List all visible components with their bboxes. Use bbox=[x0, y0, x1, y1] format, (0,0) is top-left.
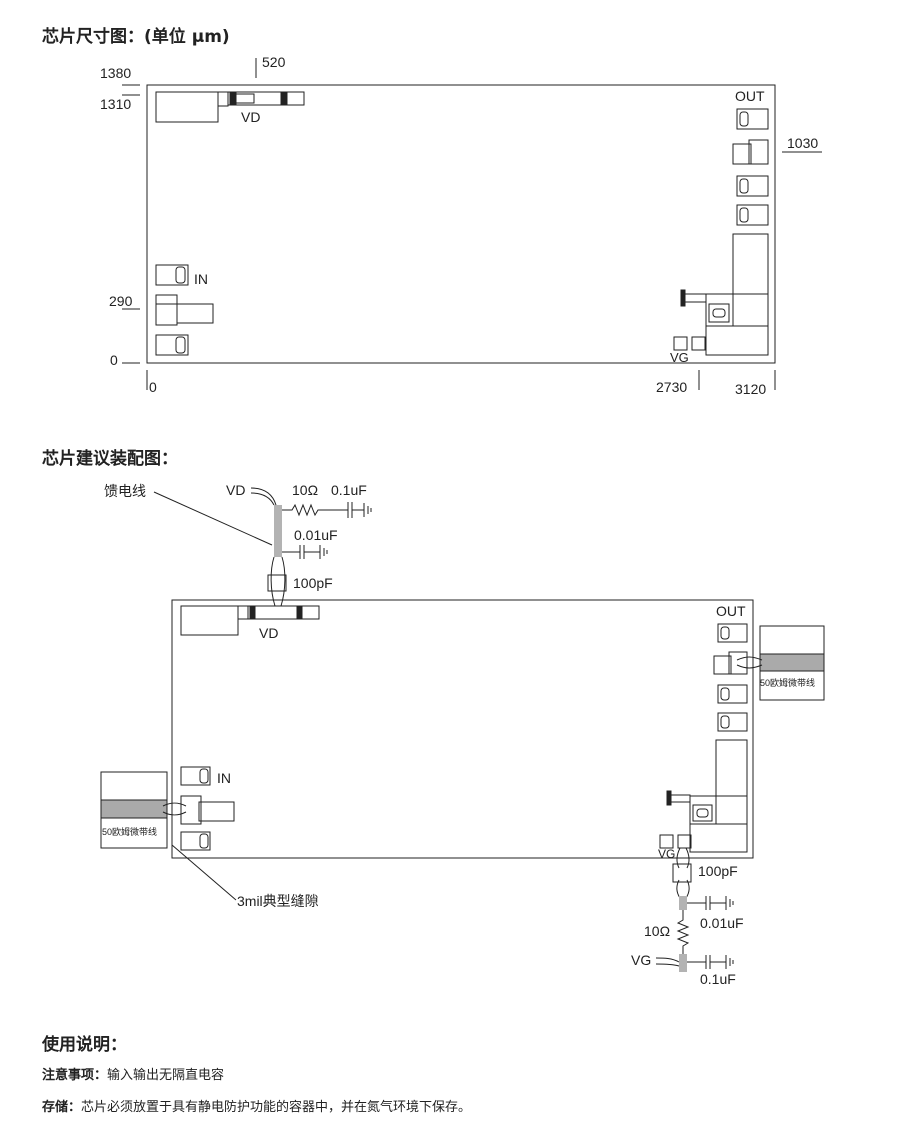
assembly-in-pad-3 bbox=[180, 831, 211, 851]
vd-via-2 bbox=[280, 92, 288, 105]
assembly-vd-large-pad bbox=[180, 605, 239, 636]
out-block-cap bbox=[708, 303, 730, 323]
microstrip-left-label: 50欧姆微带线 bbox=[102, 826, 157, 837]
out-pad-2b bbox=[748, 139, 769, 165]
out-pad-1 bbox=[736, 108, 769, 130]
note-text: 输入输出无隔直电容 bbox=[107, 1068, 225, 1083]
c-top-1-label: 0.1uF bbox=[331, 482, 367, 498]
out-block-mid bbox=[705, 293, 769, 327]
chip-dimension-drawing: 1380 1310 290 0 0 520 2730 3120 1030 VD … bbox=[100, 54, 822, 397]
vg-label: VG bbox=[670, 350, 689, 365]
dim-label-1380: 1380 bbox=[100, 65, 131, 81]
dim-label-520: 520 bbox=[262, 54, 286, 70]
assembly-in-pad-1 bbox=[180, 766, 211, 786]
vg-feed-lower bbox=[679, 954, 687, 972]
in-bond-wire bbox=[162, 802, 187, 807]
note-label: 注意事项： bbox=[42, 1068, 108, 1083]
microstrip-left-line bbox=[100, 799, 168, 819]
out-block-lower bbox=[705, 325, 769, 356]
in-pad-3 bbox=[155, 334, 189, 356]
chip-outline bbox=[146, 84, 776, 364]
r-bottom-label: 10Ω bbox=[644, 923, 670, 939]
in-pad-2 bbox=[155, 294, 178, 326]
in-line bbox=[176, 303, 214, 324]
in-pad-1 bbox=[155, 264, 189, 286]
c-bot-1-label: 100pF bbox=[698, 863, 738, 879]
resistor-bottom-icon bbox=[676, 910, 690, 955]
vg-input-bond-wire bbox=[655, 957, 680, 963]
assembly-vg-chip-label: VG bbox=[658, 847, 675, 861]
dim-label-0: 0 bbox=[110, 352, 118, 368]
usage-heading: 使用说明： bbox=[42, 1035, 127, 1055]
vd-pad bbox=[235, 93, 255, 104]
vd-via-1 bbox=[229, 92, 237, 105]
assembly-out-pad-4 bbox=[717, 712, 748, 732]
out-pad-2a bbox=[732, 143, 752, 165]
out-pad-1-via bbox=[739, 111, 749, 127]
gap-label: 3mil典型缝隙 bbox=[237, 893, 319, 909]
usage-note: 注意事项：输入输出无隔直电容 bbox=[42, 1064, 224, 1083]
capacitor-100pf-bottom bbox=[672, 863, 692, 883]
in-label: IN bbox=[194, 271, 208, 287]
assembly-vg-pad-2 bbox=[677, 834, 692, 849]
vg-pad-1 bbox=[673, 336, 688, 351]
dim-label-1310: 1310 bbox=[100, 96, 131, 112]
assembly-heading: 芯片建议装配图： bbox=[42, 449, 178, 469]
assembly-vg-input-label: VG bbox=[631, 952, 651, 968]
assembly-chip-outline bbox=[171, 599, 754, 859]
dim-label-1030: 1030 bbox=[787, 135, 818, 151]
assembly-drawing: VD VD 10Ω 0.1uF 0.01uF 100pF 馈电线 OUT bbox=[100, 482, 825, 987]
out-pad-4-via bbox=[739, 207, 749, 223]
resistor-top-icon bbox=[282, 503, 330, 517]
out-bias-stub bbox=[681, 293, 707, 303]
vg-bond-wire bbox=[676, 847, 681, 869]
c-top-2-label: 0.01uF bbox=[294, 527, 338, 543]
out-label: OUT bbox=[735, 88, 765, 104]
assembly-out-label: OUT bbox=[716, 603, 746, 619]
storage-label: 存储： bbox=[42, 1100, 82, 1115]
assembly-out-pad-2 bbox=[728, 651, 748, 675]
out-pad-3 bbox=[736, 175, 769, 197]
assembly-vd-bias-line bbox=[247, 605, 320, 620]
vg-feed-upper bbox=[679, 896, 687, 910]
out-block-upper bbox=[732, 233, 769, 295]
out-pad-3-via bbox=[739, 178, 749, 194]
vg-pad-2 bbox=[691, 336, 706, 351]
r-top-label: 10Ω bbox=[292, 482, 318, 498]
assembly-out-pad-1 bbox=[717, 623, 748, 643]
assembly-vd-input-label: VD bbox=[226, 482, 245, 498]
feed-line-label: 馈电线 bbox=[104, 483, 146, 499]
c-bot-2-label: 0.01uF bbox=[700, 915, 744, 931]
microstrip-right-label: 50欧姆微带线 bbox=[760, 677, 815, 688]
out-bond-wire bbox=[736, 656, 763, 661]
out-pad-4 bbox=[736, 204, 769, 226]
c-bot-3-label: 0.1uF bbox=[700, 971, 736, 987]
storage-text: 芯片必须放置于具有静电防护功能的容器中，并在氮气环境下保存。 bbox=[81, 1100, 472, 1115]
dim-label-3120: 3120 bbox=[735, 381, 766, 397]
gap-pointer bbox=[171, 844, 237, 901]
assembly-out-block bbox=[715, 739, 748, 797]
capacitor-100pf-top bbox=[267, 574, 287, 592]
vd-feed-line bbox=[274, 505, 282, 557]
usage-storage: 存储：芯片必须放置于具有静电防护功能的容器中，并在氮气环境下保存。 bbox=[42, 1096, 471, 1115]
c-top-3-label: 100pF bbox=[293, 575, 333, 591]
vd-bond-wire bbox=[250, 487, 277, 506]
vd-label: VD bbox=[241, 109, 260, 125]
dimension-heading: 芯片尺寸图：(单位 μm) bbox=[42, 27, 230, 47]
vd-large-pad bbox=[155, 91, 219, 123]
assembly-in-line bbox=[198, 801, 235, 822]
assembly-in-label: IN bbox=[217, 770, 231, 786]
dim-label-2730: 2730 bbox=[656, 379, 687, 395]
microstrip-right-line bbox=[759, 653, 825, 672]
assembly-vg-pad-1 bbox=[659, 834, 674, 849]
dim-label-290: 290 bbox=[109, 293, 133, 309]
vd-cap bbox=[217, 91, 229, 107]
dim-label-x0: 0 bbox=[149, 379, 157, 395]
vd-bias-line bbox=[227, 91, 305, 106]
feed-line-pointer bbox=[153, 491, 273, 546]
assembly-out-pad-3 bbox=[717, 684, 748, 704]
assembly-vd-label: VD bbox=[259, 625, 278, 641]
vd-bond-wire-2 bbox=[270, 556, 276, 607]
